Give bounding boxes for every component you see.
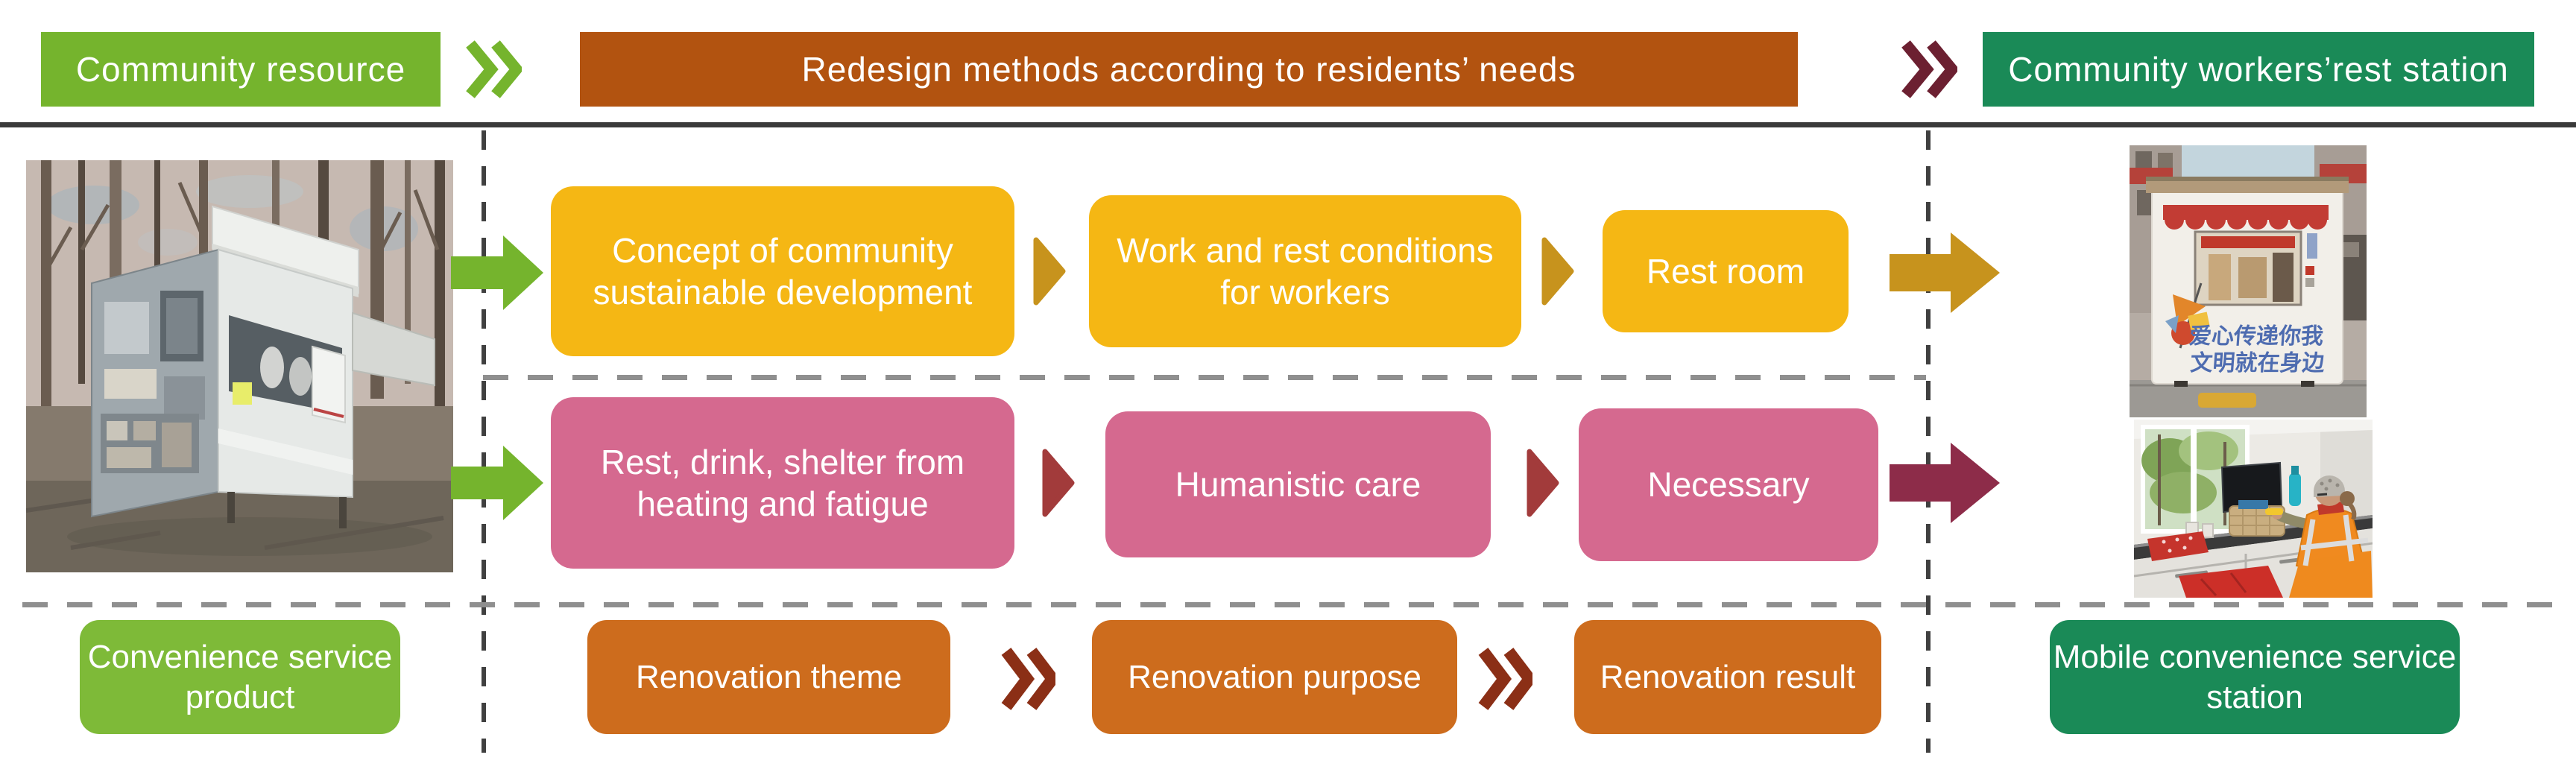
left-dashed-divider xyxy=(482,130,486,753)
design-step-box: Rest room xyxy=(1603,210,1849,332)
triangle-arrow-red-icon xyxy=(1527,449,1559,517)
double-chevron-maroon-icon xyxy=(1901,40,1957,98)
needs-step-box: Rest, drink, shelter from heating and fa… xyxy=(551,397,1014,569)
renovated-kiosk: 爱心传递你我 文明就在身边 xyxy=(2146,177,2349,387)
footer-step-box: Renovation purpose xyxy=(1092,620,1457,734)
mural-art xyxy=(2165,282,2210,349)
needs-step-label: Necessary xyxy=(1647,465,1810,505)
footer-result-label: Mobile convenience service station xyxy=(2053,638,2457,715)
header-source-label: Community resource xyxy=(75,49,406,89)
design-step-label: Rest room xyxy=(1646,251,1805,291)
design-step-box: Concept of community sustainable develop… xyxy=(551,186,1014,356)
header-process-label: Redesign methods according to residents’… xyxy=(801,49,1576,89)
worker-figure xyxy=(2265,475,2373,598)
footer-step-label: Renovation purpose xyxy=(1128,658,1421,695)
top-divider-line xyxy=(0,122,2576,127)
station-interior-photo xyxy=(2134,420,2373,598)
header-result-box: Community workers’rest station xyxy=(1983,32,2534,107)
design-step-label: Concept of community sustainable develop… xyxy=(593,230,973,312)
header-process-banner: Redesign methods according to residents’… xyxy=(580,32,1798,107)
green-block-arrow-icon xyxy=(451,235,543,310)
footer-step-label: Renovation theme xyxy=(635,658,903,695)
slogan-text-line2: 文明就在身边 xyxy=(2189,350,2326,376)
bottom-dashed-divider xyxy=(22,602,2555,607)
maroon-block-arrow-icon xyxy=(1890,443,2000,523)
needs-step-label: Rest, drink, shelter from heating and fa… xyxy=(600,442,965,523)
kiosk-structure xyxy=(91,205,435,528)
needs-step-box: Necessary xyxy=(1579,408,1878,561)
old-kiosk-photo xyxy=(26,160,453,572)
footer-source-label: Convenience service product xyxy=(87,638,393,715)
middle-dashed-divider xyxy=(483,375,1926,380)
double-chevron-rust-icon xyxy=(1001,648,1055,710)
needs-step-box: Humanistic care xyxy=(1105,411,1491,557)
double-chevron-rust-icon xyxy=(1478,648,1532,710)
header-result-label: Community workers’rest station xyxy=(2008,49,2509,89)
design-step-box: Work and rest conditions for workers xyxy=(1089,195,1521,347)
footer-step-label: Renovation result xyxy=(1600,658,1856,695)
renovated-kiosk-photo: 爱心传递你我 文明就在身边 xyxy=(2130,145,2367,417)
ground xyxy=(2130,380,2367,417)
triangle-arrow-red-icon xyxy=(1042,449,1075,517)
double-chevron-green-icon xyxy=(466,40,522,98)
needs-step-label: Humanistic care xyxy=(1175,464,1421,504)
right-dashed-divider xyxy=(1926,130,1931,753)
green-block-arrow-icon xyxy=(451,446,543,520)
footer-source-box: Convenience service product xyxy=(80,620,400,734)
gold-block-arrow-icon xyxy=(1890,233,2000,313)
triangle-arrow-gold-icon xyxy=(1541,237,1574,306)
slogan-text-line1: 爱心传递你我 xyxy=(2188,324,2324,349)
footer-step-box: Renovation result xyxy=(1574,620,1881,734)
footer-result-box: Mobile convenience service station xyxy=(2050,620,2460,734)
header-source-box: Community resource xyxy=(41,32,441,107)
design-step-label: Work and rest conditions for workers xyxy=(1117,230,1494,312)
footer-step-box: Renovation theme xyxy=(587,620,950,734)
triangle-arrow-gold-icon xyxy=(1033,237,1066,306)
